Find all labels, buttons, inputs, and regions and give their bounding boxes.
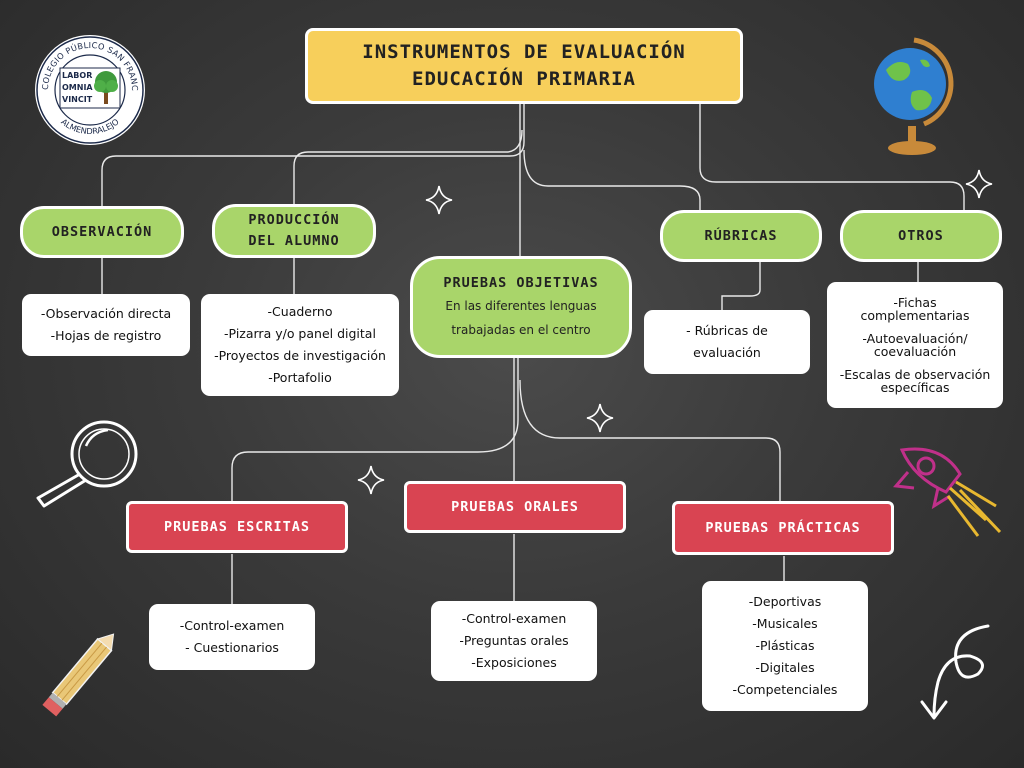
list-item: coevaluación <box>873 344 957 359</box>
list-item: - Rúbricas de <box>686 323 768 338</box>
category-produccion-label-1: PRODUCCIÓN <box>248 212 340 228</box>
sparkle-icon <box>965 169 993 199</box>
magnifier-icon <box>36 420 138 508</box>
list-item: -Fichas <box>893 295 937 310</box>
observacion-items: -Observación directa -Hojas de registro <box>22 294 190 356</box>
rocket-icon <box>893 447 1002 537</box>
list-item: -Control-examen <box>461 611 567 626</box>
list-item: -Portafolio <box>268 370 332 385</box>
category-pruebas-objetivas-label: PRUEBAS OBJETIVAS <box>443 274 599 291</box>
main-title-line1: INSTRUMENTOS DE EVALUACIÓN <box>362 41 686 63</box>
category-escritas-label: PRUEBAS ESCRITAS <box>163 519 311 535</box>
otros-items: -Fichas complementarias -Autoevaluación/… <box>827 282 1003 408</box>
list-item: -Digitales <box>755 660 815 675</box>
list-item: evaluación <box>693 345 761 360</box>
list-item: complementarias <box>860 308 970 323</box>
category-otros-label: OTROS <box>898 227 944 244</box>
pencil-icon <box>42 633 115 717</box>
category-produccion: PRODUCCIÓN DEL ALUMNO <box>212 204 376 258</box>
rubricas-items: - Rúbricas de evaluación <box>644 310 810 374</box>
list-item: específicas <box>880 380 950 395</box>
list-item: -Plásticas <box>755 638 815 653</box>
logo-tree-icon <box>94 71 118 104</box>
list-item: - Cuestionarios <box>185 640 279 655</box>
list-item: -Autoevaluación/ <box>862 331 968 346</box>
category-pruebas-objetivas: PRUEBAS OBJETIVAS En las diferentes leng… <box>410 256 632 358</box>
produccion-items: -Cuaderno -Pizarra y/o panel digital -Pr… <box>201 294 399 396</box>
category-pruebas-objetivas-sub-2: trabajadas en el centro <box>451 322 591 337</box>
category-observacion-label: OBSERVACIÓN <box>51 223 153 240</box>
category-orales-label: PRUEBAS ORALES <box>451 499 579 515</box>
sparkle-icon <box>357 465 385 495</box>
category-rubricas: RÚBRICAS <box>660 210 822 262</box>
list-item: -Cuaderno <box>267 304 333 319</box>
list-item: -Deportivas <box>748 594 822 609</box>
escritas-items: -Control-examen - Cuestionarios <box>149 604 315 670</box>
practicas-items: -Deportivas -Musicales -Plásticas -Digit… <box>702 581 868 711</box>
logo-motto-1: LABOR <box>62 71 92 80</box>
sparkle-icon <box>425 185 453 215</box>
category-rubricas-label: RÚBRICAS <box>704 227 778 244</box>
school-logo: COLEGIO PÚBLICO SAN FRANCISCO ALMENDRALE… <box>34 34 145 145</box>
list-item: -Musicales <box>752 616 818 631</box>
list-item: -Proyectos de investigación <box>214 348 386 363</box>
category-practicas-label: PRUEBAS PRÁCTICAS <box>705 520 861 536</box>
swirl-arrow-icon <box>920 624 990 720</box>
category-orales: PRUEBAS ORALES <box>404 481 626 533</box>
category-produccion-label-2: DEL ALUMNO <box>248 233 340 249</box>
list-item: -Hojas de registro <box>50 328 162 343</box>
sparkle-icon <box>586 403 614 433</box>
category-practicas: PRUEBAS PRÁCTICAS <box>672 501 894 555</box>
main-title-line2: EDUCACIÓN PRIMARIA <box>412 68 636 90</box>
list-item: -Escalas de observación <box>839 367 991 382</box>
category-observacion: OBSERVACIÓN <box>20 206 184 258</box>
list-item: -Control-examen <box>179 618 285 633</box>
category-pruebas-objetivas-sub-1: En las diferentes lenguas <box>445 298 597 313</box>
list-item: -Competenciales <box>732 682 838 697</box>
category-escritas: PRUEBAS ESCRITAS <box>126 501 348 553</box>
list-item: -Preguntas orales <box>459 633 569 648</box>
list-item: -Exposiciones <box>471 655 557 670</box>
globe-icon <box>874 37 954 155</box>
logo-motto-2: OMNIA <box>62 83 93 92</box>
list-item: -Pizarra y/o panel digital <box>224 326 376 341</box>
list-item: -Observación directa <box>40 306 172 321</box>
orales-items: -Control-examen -Preguntas orales -Expos… <box>431 601 597 681</box>
main-title-box: INSTRUMENTOS DE EVALUACIÓN EDUCACIÓN PRI… <box>305 28 743 104</box>
category-otros: OTROS <box>840 210 1002 262</box>
logo-motto-3: VINCIT <box>62 95 93 104</box>
